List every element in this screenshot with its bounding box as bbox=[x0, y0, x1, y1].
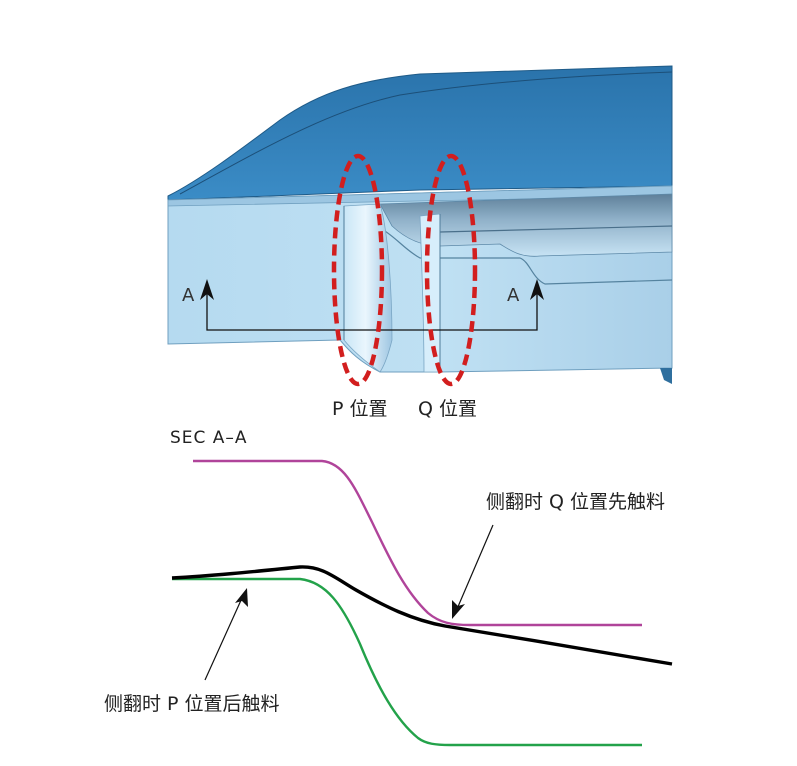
annotation-p-later: 侧翻时 P 位置后触料 bbox=[104, 693, 280, 715]
panel-flange-contour bbox=[344, 227, 673, 285]
section-arrow-left-icon bbox=[200, 279, 214, 300]
section-arrow-right-icon bbox=[530, 279, 544, 300]
panel-channel bbox=[379, 193, 673, 257]
panel-step-p bbox=[343, 203, 393, 373]
highlight-ellipses bbox=[331, 153, 478, 387]
panel-step-q bbox=[419, 213, 441, 373]
highlight-ellipse-q bbox=[424, 153, 478, 387]
panel-channel-line bbox=[439, 225, 673, 233]
part-profile-curve bbox=[171, 565, 673, 666]
section-mark-left: A bbox=[182, 285, 195, 306]
upper-profile-curve bbox=[193, 459, 642, 627]
annotation-q-first: 侧翻时 Q 位置先触料 bbox=[486, 491, 666, 513]
panel-top-surface bbox=[167, 65, 673, 201]
section-line-a-a bbox=[200, 279, 544, 331]
position-label-q: Q 位置 bbox=[418, 398, 477, 420]
panel-bottom-tab bbox=[660, 368, 672, 384]
lower-profile-curve bbox=[172, 577, 642, 747]
position-label-p: P 位置 bbox=[332, 398, 388, 420]
leader-p-later bbox=[204, 597, 243, 681]
panel-top-crease bbox=[179, 71, 673, 195]
annotation-leaders bbox=[204, 524, 494, 681]
section-mark-right: A bbox=[507, 285, 520, 306]
leader-p-arrowhead-icon bbox=[235, 588, 248, 607]
leader-q-arrowhead-icon bbox=[452, 600, 465, 619]
highlight-ellipse-p bbox=[331, 153, 385, 387]
section-title: SEC A–A bbox=[170, 428, 248, 448]
panel-3d-view bbox=[167, 65, 673, 384]
leader-q-first bbox=[456, 524, 494, 610]
section-profiles bbox=[171, 459, 673, 747]
